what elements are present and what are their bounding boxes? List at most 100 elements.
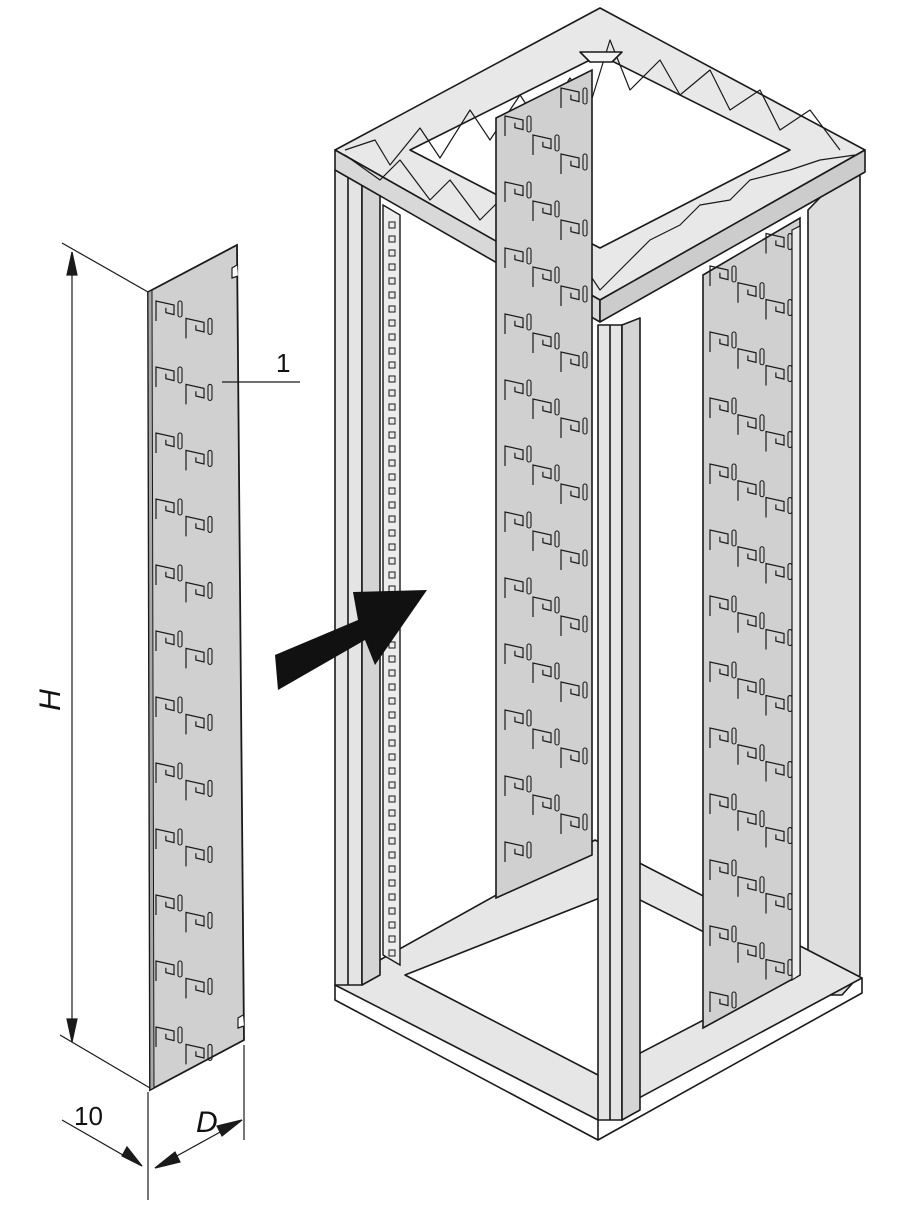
- mounting-rail: [382, 203, 401, 967]
- plate-slot: [560, 813, 580, 834]
- plate-slot: [765, 364, 785, 386]
- rail-hole: [388, 291, 396, 299]
- plate-slot: [759, 876, 765, 894]
- plate-slot: [177, 432, 183, 450]
- rail-hole: [388, 543, 396, 551]
- plate-slot: [554, 464, 560, 482]
- plate-slot: [731, 265, 737, 283]
- plate-slot: [765, 496, 785, 518]
- plate-slot: [709, 529, 729, 550]
- plate-slot: [207, 647, 213, 665]
- plate-slot: [765, 958, 785, 980]
- plate-slot: [582, 681, 588, 699]
- plate-slot: [737, 282, 757, 303]
- rail-hole: [388, 697, 396, 705]
- plate-slot: [737, 546, 757, 567]
- plate-slot: [582, 153, 588, 171]
- plate-slot: [759, 678, 765, 696]
- plate-slot: [582, 483, 588, 501]
- plate-slot: [560, 153, 580, 174]
- plate-slot: [504, 445, 524, 466]
- rail-hole: [388, 263, 396, 271]
- plate-slot: [207, 779, 213, 797]
- plate-slot: [185, 911, 205, 933]
- plate-slot: [759, 810, 765, 828]
- plate-slot: [554, 266, 560, 284]
- rail-hole: [388, 851, 396, 859]
- plate-slot: [759, 546, 765, 564]
- plate-slot: [731, 331, 737, 349]
- plate-slot: [504, 841, 524, 862]
- offset-label: 10: [74, 1101, 103, 1131]
- rail-hole: [388, 795, 396, 803]
- rail-hole: [388, 515, 396, 523]
- plate-slot: [207, 845, 213, 863]
- plate-slot: [207, 581, 213, 599]
- plate-slot: [709, 793, 729, 814]
- plate-slot: [709, 331, 729, 352]
- plate-slot: [709, 595, 729, 616]
- plate-slot: [560, 615, 580, 636]
- plate-slot: [560, 483, 580, 504]
- plate-slot: [560, 351, 580, 372]
- plate-slot: [185, 713, 205, 735]
- plate-slot: [155, 432, 175, 453]
- plate-slot: [177, 300, 183, 318]
- plate-slot: [737, 810, 757, 831]
- plate-slot: [504, 313, 524, 334]
- plate-slot: [582, 615, 588, 633]
- plate-slot: [185, 317, 205, 339]
- plate-slot: [759, 612, 765, 630]
- plate-slot: [532, 794, 552, 815]
- rail-hole: [388, 767, 396, 775]
- rack-frame: [334, 7, 866, 1141]
- rail-hole: [388, 403, 396, 411]
- plate-slot: [554, 200, 560, 218]
- plate-slot: [532, 200, 552, 221]
- plate-slot: [526, 841, 532, 859]
- rail-hole: [388, 221, 396, 229]
- rail-hole: [388, 935, 396, 943]
- rail-hole: [388, 753, 396, 761]
- plate-slot: [554, 134, 560, 152]
- rail-hole: [388, 739, 396, 747]
- plate-slot: [731, 991, 737, 1009]
- rail-hole: [388, 459, 396, 467]
- plate-slot: [504, 775, 524, 796]
- plate-slot: [731, 397, 737, 415]
- plate-slot: [582, 219, 588, 237]
- plate-slot: [155, 498, 175, 519]
- depth-dimension: [61, 1045, 245, 1200]
- plate-slot: [155, 894, 175, 915]
- plate-slot: [177, 762, 183, 780]
- plate-slot: [731, 925, 737, 943]
- plate-slot: [765, 298, 785, 320]
- rail-hole: [388, 431, 396, 439]
- plate-slot: [582, 285, 588, 303]
- plate-slot: [155, 828, 175, 849]
- plate-slot: [526, 313, 532, 331]
- plate-slot: [582, 417, 588, 435]
- rail-hole: [388, 501, 396, 509]
- plate-slot: [759, 348, 765, 366]
- plate-slot: [177, 630, 183, 648]
- plate-slot: [526, 709, 532, 727]
- depth-label: D: [196, 1106, 218, 1139]
- plate-slot: [177, 498, 183, 516]
- rail-hole: [388, 655, 396, 663]
- plate-slot: [554, 596, 560, 614]
- plate-slot: [207, 383, 213, 401]
- plate-slot: [526, 379, 532, 397]
- plate-slot: [504, 577, 524, 598]
- plate-slot: [207, 713, 213, 731]
- installed-plate-side: [702, 216, 801, 1030]
- plate-slot: [155, 300, 175, 321]
- installed-plate-rear: [495, 68, 593, 900]
- rail-hole: [388, 823, 396, 831]
- rail-hole: [388, 949, 396, 957]
- rail-hole: [388, 809, 396, 817]
- plate-slot: [737, 942, 757, 963]
- plate-slot: [177, 1026, 183, 1044]
- plate-slot: [709, 859, 729, 880]
- plate-slot: [177, 894, 183, 912]
